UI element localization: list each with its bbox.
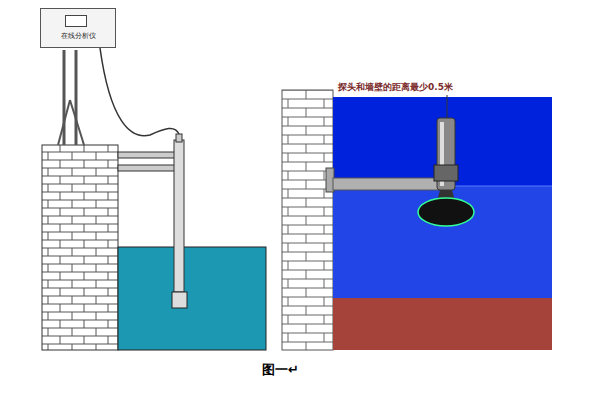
figure-caption: 图一↵ (262, 361, 299, 379)
right-installation (282, 90, 552, 350)
left-installation (42, 48, 266, 350)
controller-box: 在线分析仪 (40, 8, 116, 48)
device-label: 在线分析仪 (41, 31, 115, 41)
distance-note: 探头和墙壁的距离最少0.5米 (337, 81, 454, 94)
display-screen (65, 15, 87, 27)
